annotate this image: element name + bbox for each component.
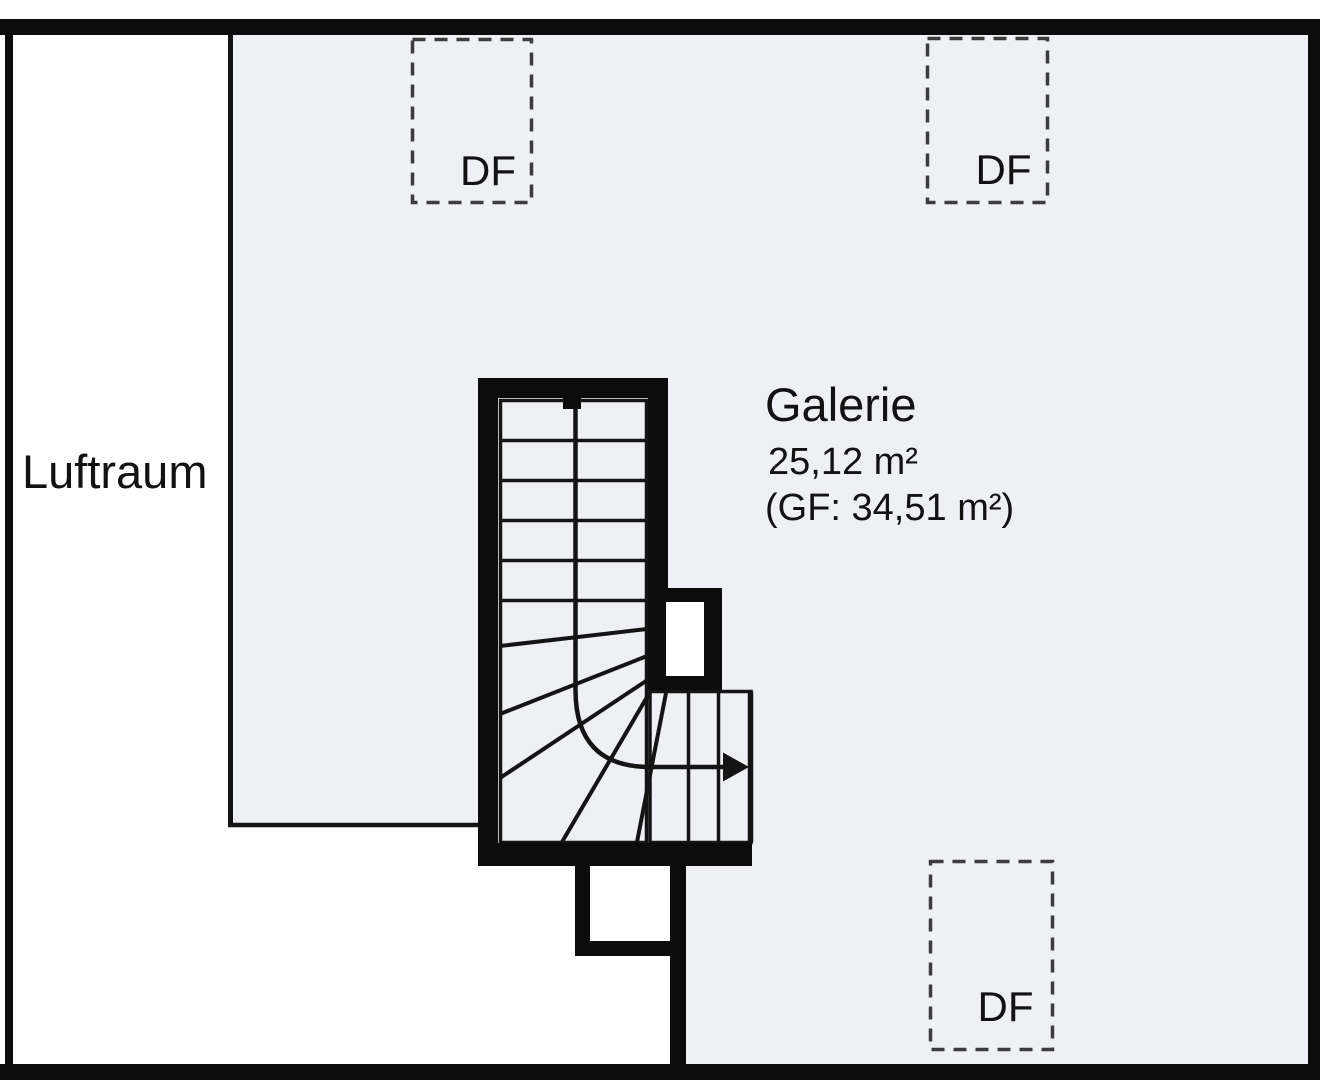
luftraum-room-label: Luftraum [22, 445, 208, 498]
stair-wall-top [478, 378, 668, 398]
roof-window-2-label: DF [975, 146, 1032, 193]
roof-window-2 [925, 36, 1050, 205]
frame-bottom [0, 1064, 1320, 1080]
region-divider-lines [228, 35, 478, 828]
shaft-wall-left [575, 866, 590, 956]
frame-left [5, 19, 13, 1080]
stair-wall-right [648, 378, 668, 590]
frame-right [1308, 19, 1320, 1080]
roof-windows [410, 36, 1055, 1052]
lower-white-area [478, 866, 670, 1064]
roof-window-1 [410, 37, 534, 205]
galerie-floor-strip [233, 35, 478, 827]
roof-window-3-label: DF [977, 983, 1034, 1030]
stair-wall-bottom [478, 843, 752, 866]
partition-wall [670, 866, 686, 1064]
galerie-gross-floor-area-label: (GF: 34,51 m²) [765, 487, 1015, 529]
stair-wall-left [478, 378, 498, 866]
shaft-wall-bottom [575, 941, 686, 956]
stair-walking-line [573, 408, 723, 770]
stair-entry-tick [563, 395, 581, 409]
frame-top [0, 19, 1320, 35]
stair-direction-arrow [723, 752, 749, 782]
stair-niche-window [666, 602, 704, 676]
stair-walls [478, 378, 752, 1064]
galerie-area-label: 25,12 m² [768, 441, 918, 483]
staircase [498, 398, 754, 845]
galerie-room-label: Galerie [765, 378, 917, 431]
roof-window-1-label: DF [460, 147, 516, 194]
